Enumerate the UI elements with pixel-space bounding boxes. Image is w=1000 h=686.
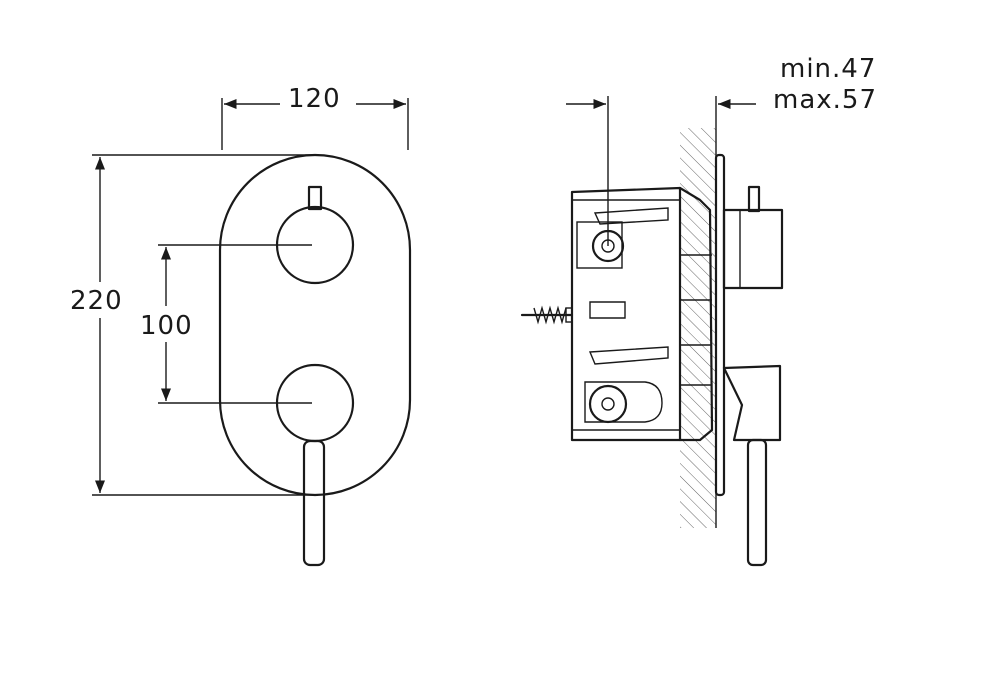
height-label: 220 xyxy=(70,286,123,316)
mixer-lever xyxy=(302,439,326,567)
lower-port-icon xyxy=(588,384,628,424)
depth-dimension: min.47 max.57 xyxy=(566,54,877,246)
width-dimension: 120 xyxy=(221,84,409,150)
depth-max-label: max.57 xyxy=(773,85,877,115)
upper-handle-side xyxy=(722,185,784,290)
height-dimension: 220 xyxy=(70,154,318,496)
screw-icon xyxy=(520,305,574,325)
faceplate-edge xyxy=(714,153,726,497)
lower-lever-side xyxy=(722,364,782,567)
concealed-body xyxy=(570,186,714,442)
center-distance-dimension: 100 xyxy=(140,244,312,404)
front-view xyxy=(218,153,412,567)
width-label: 120 xyxy=(288,84,341,114)
side-view xyxy=(520,128,784,567)
center-distance-label: 100 xyxy=(140,311,193,341)
upper-knob-pin xyxy=(307,185,323,211)
depth-min-label: min.47 xyxy=(780,54,876,84)
